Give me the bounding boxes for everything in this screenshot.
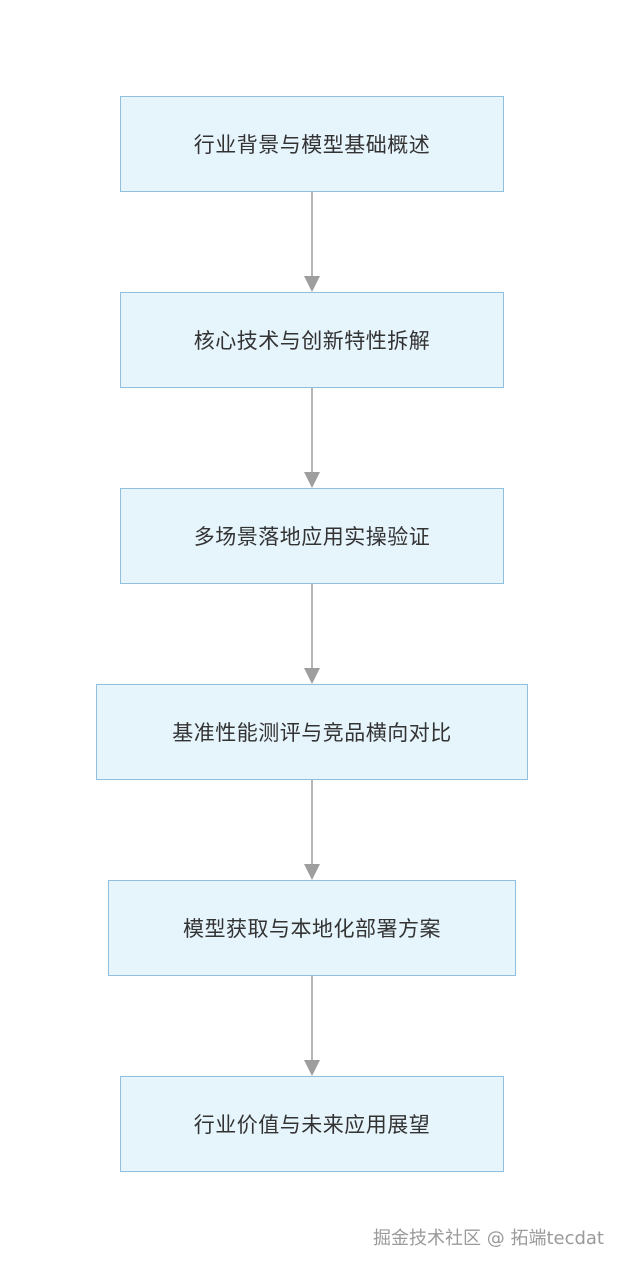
flow-step-2: 核心技术与创新特性拆解 <box>120 292 504 388</box>
flow-step-5-label: 模型获取与本地化部署方案 <box>183 917 441 941</box>
watermark: 掘金技术社区 @ 拓端tecdat <box>373 1228 604 1249</box>
arrowhead-2-icon <box>304 472 320 488</box>
flow-step-4: 基准性能测评与竞品横向对比 <box>96 684 528 780</box>
arrowhead-4-icon <box>304 864 320 880</box>
flow-step-5: 模型获取与本地化部署方案 <box>108 880 516 976</box>
flow-step-2-label: 核心技术与创新特性拆解 <box>193 329 431 353</box>
flow-step-1: 行业背景与模型基础概述 <box>120 96 504 192</box>
flow-step-6-label: 行业价值与未来应用展望 <box>193 1113 431 1137</box>
flow-step-3: 多场景落地应用实操验证 <box>120 488 504 584</box>
flow-step-1-label: 行业背景与模型基础概述 <box>193 133 431 157</box>
arrowhead-3-icon <box>304 668 320 684</box>
flow-step-4-label: 基准性能测评与竞品横向对比 <box>172 721 452 745</box>
arrowhead-1-icon <box>304 276 320 292</box>
flow-step-3-label: 多场景落地应用实操验证 <box>193 525 431 549</box>
arrowhead-5-icon <box>304 1060 320 1076</box>
flow-step-6: 行业价值与未来应用展望 <box>120 1076 504 1172</box>
